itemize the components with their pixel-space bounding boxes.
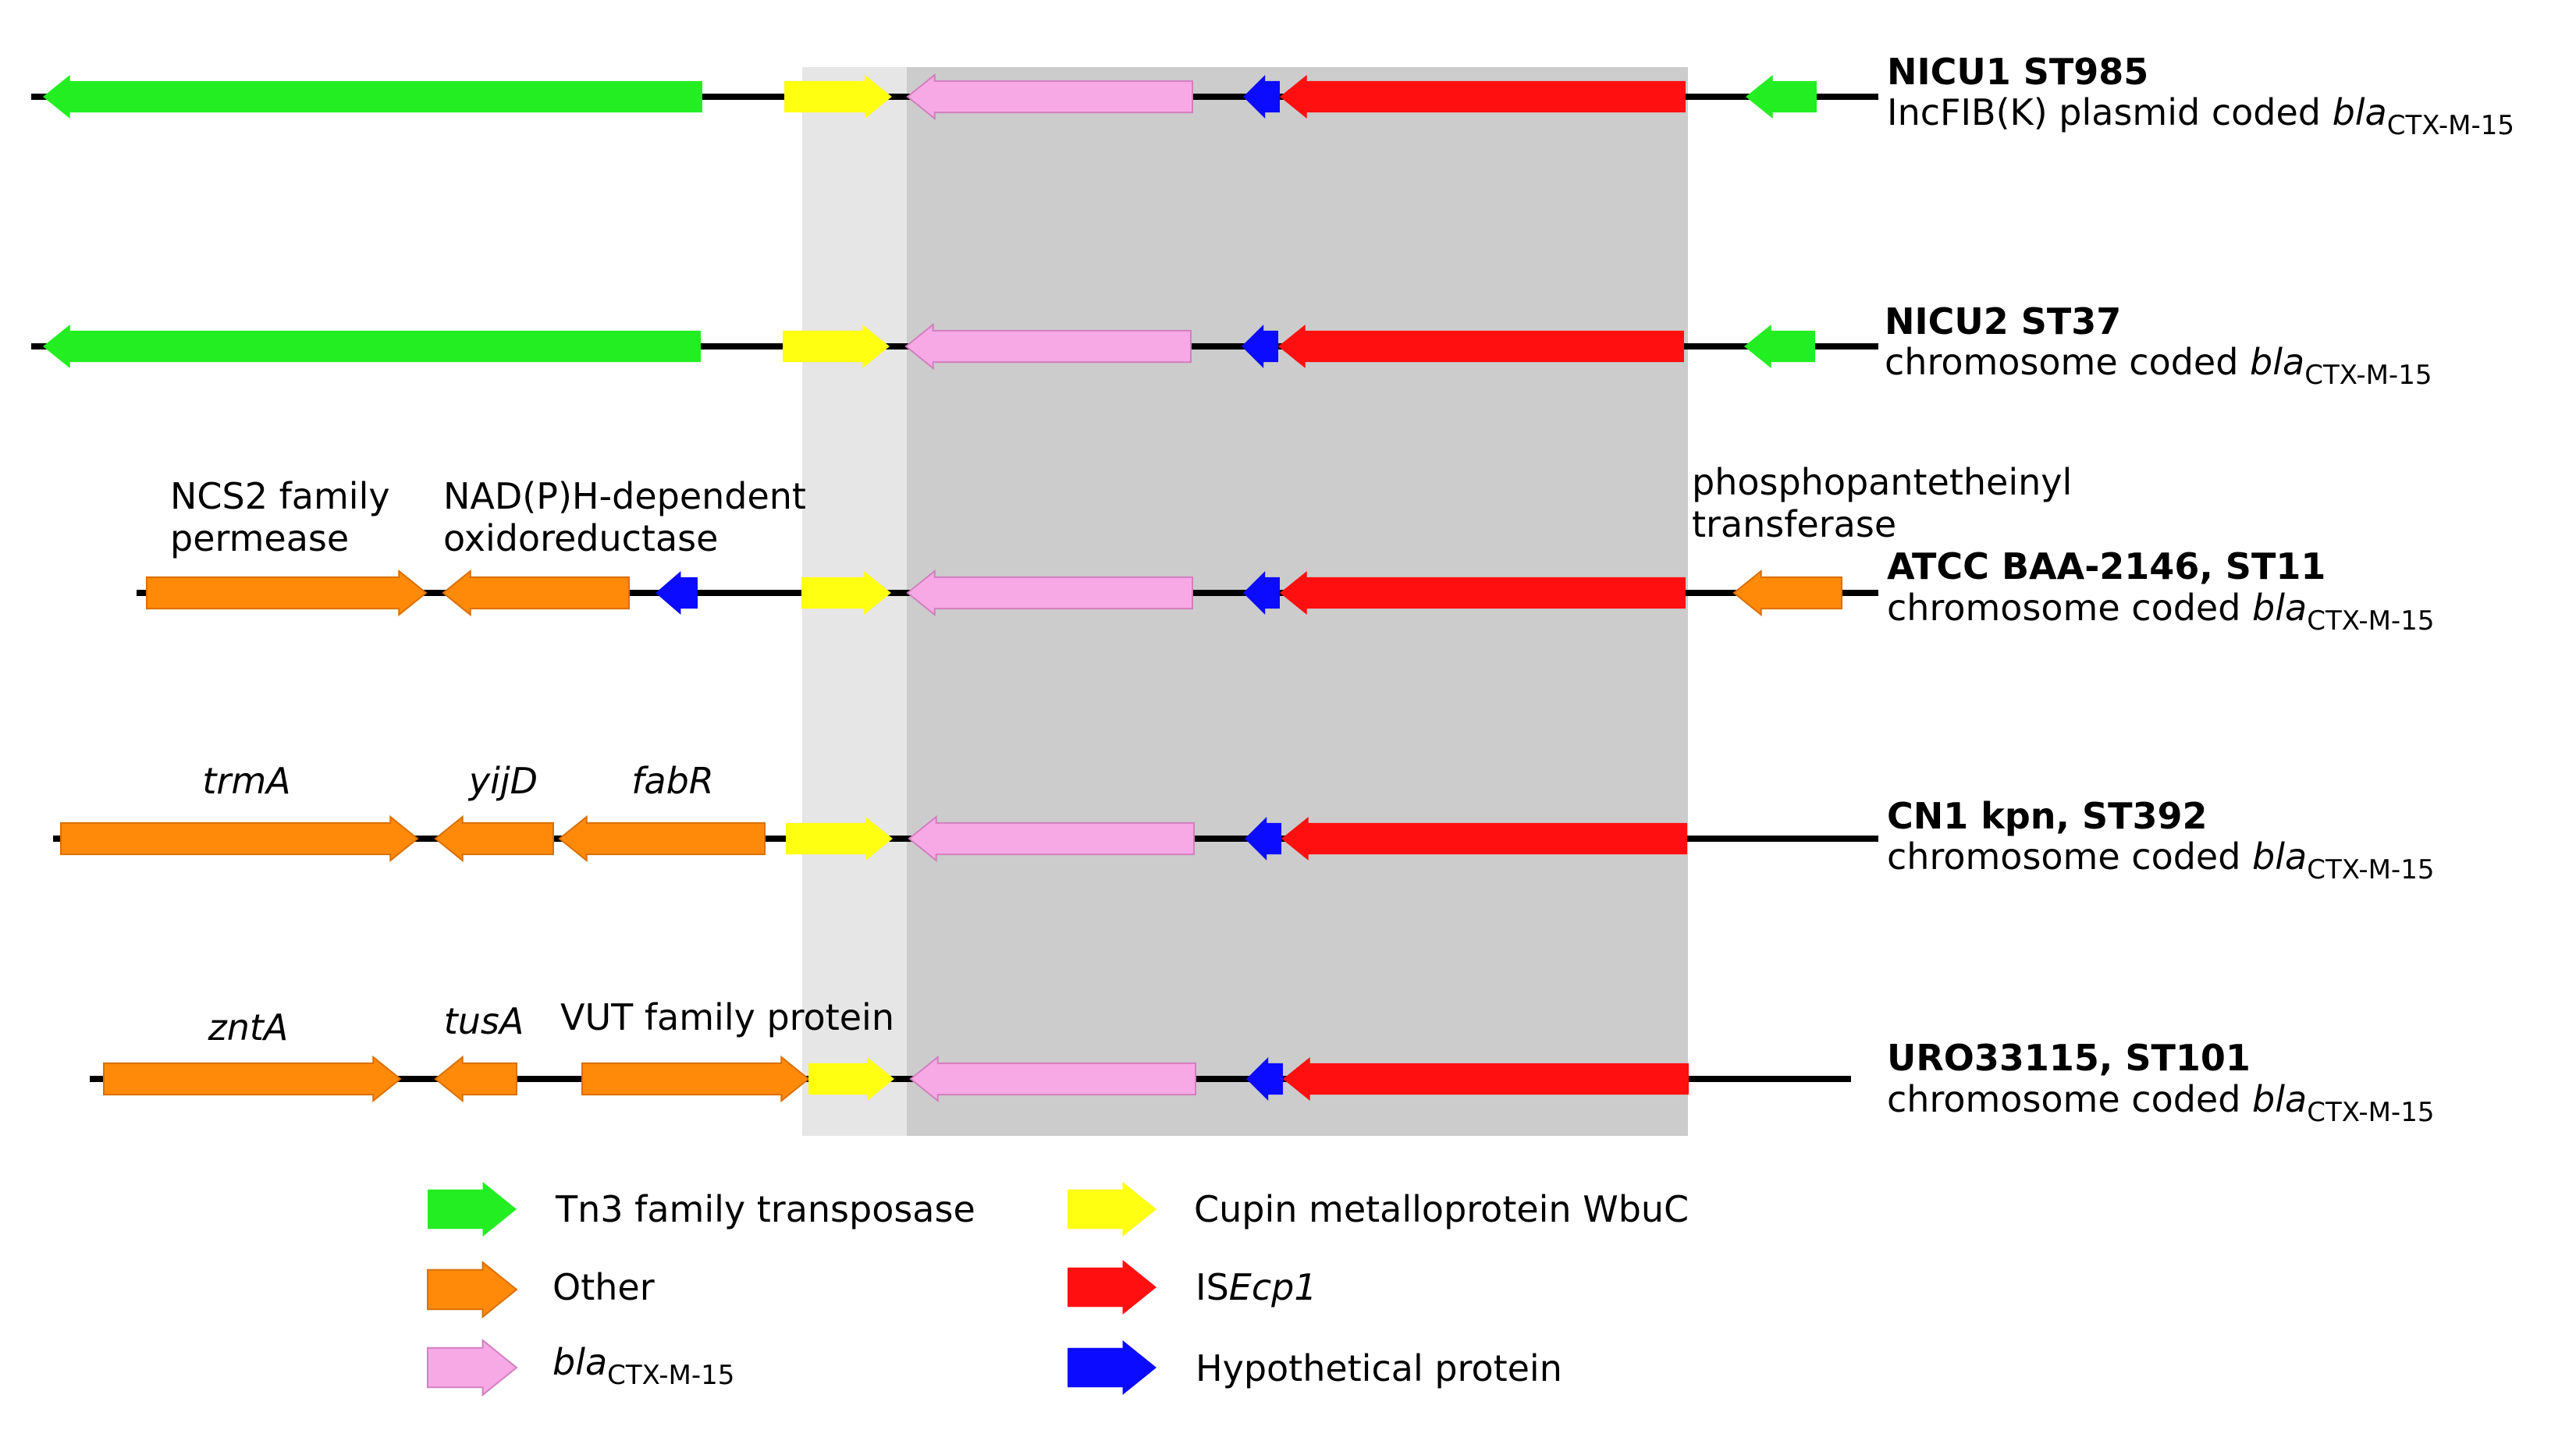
- gene-label: yijD: [467, 760, 538, 802]
- strain-name: ATCC BAA-2146, ST11: [1887, 545, 2326, 587]
- transposase-gene-arrow: [43, 75, 702, 119]
- bla-gene-arrow: [904, 322, 1192, 371]
- legend-label: Cupin metalloprotein WbuC: [1194, 1188, 1689, 1230]
- other-gene-arrow: [1732, 569, 1842, 617]
- gene-label: VUT family protein: [560, 996, 894, 1038]
- cupin-gene-arrow: [783, 325, 890, 368]
- legend-transposase-arrow: [428, 1182, 517, 1237]
- bla-gene-arrow: [906, 569, 1193, 617]
- hypothetical-gene-arrow: [1242, 325, 1278, 368]
- isecp1-gene-arrow: [1281, 817, 1687, 860]
- bla-gene-arrow: [908, 814, 1195, 863]
- legend-hypothetical-arrow: [1068, 1340, 1157, 1395]
- legend-label: ISEcp1: [1196, 1266, 1317, 1308]
- legend-item: Tn3 family transposase: [428, 1182, 975, 1237]
- legend-item: blaCTX-M-15: [427, 1338, 734, 1397]
- legend-item: Hypothetical protein: [1068, 1340, 1562, 1395]
- legend-item: Cupin metalloprotein WbuC: [1068, 1182, 1689, 1237]
- strain-description: chromosome coded blaCTX-M-15: [1887, 1078, 2434, 1128]
- legend-item: ISEcp1: [1068, 1260, 1317, 1315]
- cupin-gene-arrow: [784, 75, 892, 119]
- other-gene-arrow: [60, 814, 419, 863]
- hypothetical-gene-arrow: [1243, 571, 1280, 615]
- legend-item: Other: [427, 1260, 655, 1319]
- cupin-gene-arrow: [808, 1057, 894, 1101]
- bla-gene-arrow: [906, 73, 1193, 121]
- transposase-gene-arrow: [1744, 325, 1815, 368]
- cupin-gene-arrow: [801, 571, 891, 615]
- strain-description: chromosome coded blaCTX-M-15: [1885, 341, 2432, 391]
- other-gene-arrow: [558, 814, 766, 863]
- other-gene-arrow: [434, 1055, 517, 1103]
- strain-description: chromosome coded blaCTX-M-15: [1887, 587, 2434, 637]
- legend-label: blaCTX-M-15: [553, 1341, 734, 1391]
- strain-description: IncFIB(K) plasmid coded blaCTX-M-15: [1887, 91, 2514, 141]
- isecp1-gene-arrow: [1280, 571, 1686, 615]
- legend-cupin-arrow: [1068, 1182, 1157, 1237]
- other-gene-arrow: [103, 1055, 402, 1103]
- isecp1-gene-arrow: [1283, 1057, 1689, 1101]
- hypothetical-gene-arrow: [1245, 817, 1281, 860]
- other-gene-arrow: [442, 569, 630, 617]
- hypothetical-gene-arrow: [1243, 75, 1280, 119]
- gene-label: zntA: [208, 1006, 289, 1049]
- other-gene-arrow: [146, 569, 428, 617]
- gene-label: fabR: [631, 760, 714, 802]
- transposase-gene-arrow: [43, 325, 701, 368]
- legend-isecp1-arrow: [1068, 1260, 1157, 1315]
- transposase-gene-arrow: [1746, 75, 1817, 119]
- strain-name: CN1 kpn, ST392: [1887, 795, 2208, 837]
- legend-label: Tn3 family transposase: [555, 1188, 975, 1230]
- gene-label: trmA: [202, 760, 290, 802]
- legend-other-arrow: [427, 1260, 518, 1319]
- other-gene-arrow: [581, 1055, 810, 1103]
- other-gene-arrow: [434, 814, 554, 863]
- strain-description: chromosome coded blaCTX-M-15: [1887, 836, 2434, 885]
- legend-label: Hypothetical protein: [1196, 1347, 1562, 1389]
- legend-bla-arrow: [427, 1338, 518, 1397]
- gene-label: tusA: [444, 1000, 524, 1042]
- isecp1-gene-arrow: [1278, 325, 1684, 368]
- legend-label: Other: [553, 1266, 655, 1308]
- bla-gene-arrow: [909, 1055, 1196, 1103]
- isecp1-gene-arrow: [1280, 75, 1686, 119]
- hypothetical-gene-arrow: [656, 571, 698, 615]
- strain-name: URO33115, ST101: [1887, 1037, 2251, 1079]
- cupin-gene-arrow: [786, 817, 893, 860]
- strain-name: NICU1 ST985: [1887, 51, 2148, 93]
- strain-name: NICU2 ST37: [1885, 300, 2121, 342]
- hypothetical-gene-arrow: [1246, 1057, 1283, 1101]
